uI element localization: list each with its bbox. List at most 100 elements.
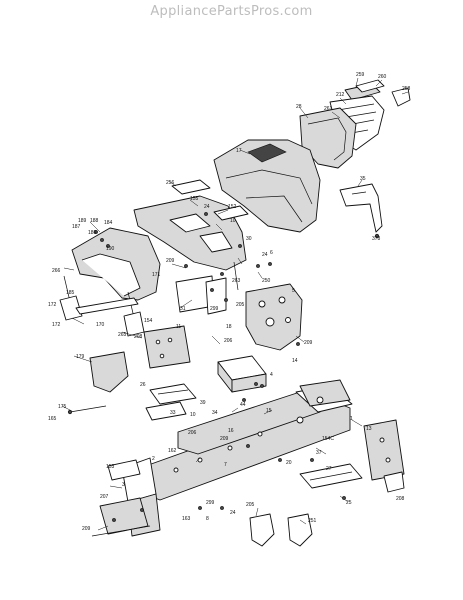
bracket-plate xyxy=(339,183,383,233)
callout-251: 251 xyxy=(308,518,317,524)
callout-206a: 206 xyxy=(224,338,233,344)
hitch-hole xyxy=(385,457,391,463)
side-panel xyxy=(143,325,191,369)
callout-187: 187 xyxy=(72,224,81,230)
callout-179: 179 xyxy=(76,354,85,360)
callout-26: 26 xyxy=(140,382,146,388)
callout-7: 7 xyxy=(224,462,227,468)
grille-assembly xyxy=(299,79,411,169)
callout-154: 154 xyxy=(144,318,153,324)
callout-6: 6 xyxy=(270,250,273,256)
callout-258: 258 xyxy=(402,86,411,92)
rod-end xyxy=(67,409,73,415)
callout-299a: 299 xyxy=(210,306,219,312)
callout-209b: 209 xyxy=(304,340,313,346)
pivot-bracket xyxy=(287,513,313,547)
callout-208b: 208 xyxy=(396,496,405,502)
callout-34: 34 xyxy=(212,410,218,416)
frame-hole xyxy=(257,431,263,437)
callout-265: 265 xyxy=(118,332,127,338)
hood-contour xyxy=(245,195,303,223)
lower-brackets xyxy=(91,459,313,547)
callout-14: 14 xyxy=(292,358,298,364)
callout-20: 20 xyxy=(286,460,292,466)
callout-5: 5 xyxy=(292,288,295,294)
callout-44: 44 xyxy=(240,402,246,408)
bracket-bolt xyxy=(374,233,380,239)
callout-153: 153 xyxy=(106,464,115,470)
battery-tray xyxy=(217,355,267,393)
callout-172a: 172 xyxy=(48,302,57,308)
rear-hitch xyxy=(363,419,405,493)
callout-39: 39 xyxy=(200,400,206,406)
dash-cutout xyxy=(199,231,233,253)
callout-17: 17 xyxy=(236,148,242,154)
callout-27: 27 xyxy=(326,466,332,472)
callout-263: 263 xyxy=(232,278,241,284)
callout-208a: 208 xyxy=(134,334,143,340)
hood-bracket xyxy=(339,183,383,239)
callout-256: 256 xyxy=(166,180,175,186)
callout-1: 1 xyxy=(350,416,353,422)
callout-378: 378 xyxy=(372,236,381,242)
fender-crossbar xyxy=(75,297,139,315)
callout-35: 35 xyxy=(360,176,366,182)
callout-259: 259 xyxy=(356,72,365,78)
callout-24a: 24 xyxy=(204,204,210,210)
callout-190: 190 xyxy=(106,246,115,252)
callout-18: 18 xyxy=(226,324,232,330)
callout-185: 185 xyxy=(66,290,75,296)
callout-209c: 209 xyxy=(220,436,229,442)
callout-184: 184 xyxy=(104,220,113,226)
callout-13: 13 xyxy=(366,426,372,432)
hitch-hole xyxy=(379,437,385,443)
hitch-bracket xyxy=(383,471,405,493)
hood-contour xyxy=(225,169,313,205)
callout-33: 33 xyxy=(170,410,176,416)
dash-panel xyxy=(245,283,303,351)
callout-3: 3 xyxy=(122,482,125,488)
deflector xyxy=(67,351,129,415)
lens-bracket xyxy=(355,79,385,93)
battery-cover xyxy=(213,205,249,221)
callout-188: 188 xyxy=(90,218,99,224)
callout-260: 260 xyxy=(378,74,387,80)
frame-hole xyxy=(197,457,203,463)
callout-11: 11 xyxy=(176,324,181,330)
hood-front-detail xyxy=(307,117,347,161)
emblem xyxy=(391,87,411,107)
callout-24c: 24 xyxy=(230,510,236,516)
callout-154c: 154C xyxy=(322,436,334,442)
callout-labels: 259 260 212 258 28 261 17 35 378 256 155… xyxy=(48,72,411,532)
panel-hole xyxy=(265,317,275,327)
support-rod xyxy=(233,261,239,291)
frame-rear-plate xyxy=(299,379,351,407)
dash-cover xyxy=(171,179,211,195)
callout-209a: 209 xyxy=(166,258,175,264)
panel-hole xyxy=(155,339,161,345)
callout-189: 189 xyxy=(78,218,87,224)
footrests xyxy=(145,383,363,489)
panel-hole xyxy=(278,296,286,304)
callout-2: 2 xyxy=(152,456,155,462)
callout-15: 15 xyxy=(266,408,272,414)
leader-lines xyxy=(61,77,409,531)
hardware xyxy=(94,212,346,522)
side-panel-body xyxy=(143,325,191,369)
callout-155: 155 xyxy=(190,196,199,202)
callout-8: 8 xyxy=(206,516,209,522)
footrest-left-rib xyxy=(157,389,189,395)
hood-shell xyxy=(213,139,321,233)
callout-212: 212 xyxy=(336,92,345,98)
frame-hole xyxy=(296,416,304,424)
callout-165: 165 xyxy=(48,416,57,422)
fender-frame xyxy=(81,253,141,297)
stand-plate xyxy=(145,401,187,421)
pivot-bracket xyxy=(249,513,275,547)
callout-205: 205 xyxy=(236,302,245,308)
callout-207: 207 xyxy=(100,494,109,500)
callout-37: 37 xyxy=(316,450,322,456)
callout-250: 250 xyxy=(262,278,271,284)
callout-186: 186 xyxy=(88,230,97,236)
